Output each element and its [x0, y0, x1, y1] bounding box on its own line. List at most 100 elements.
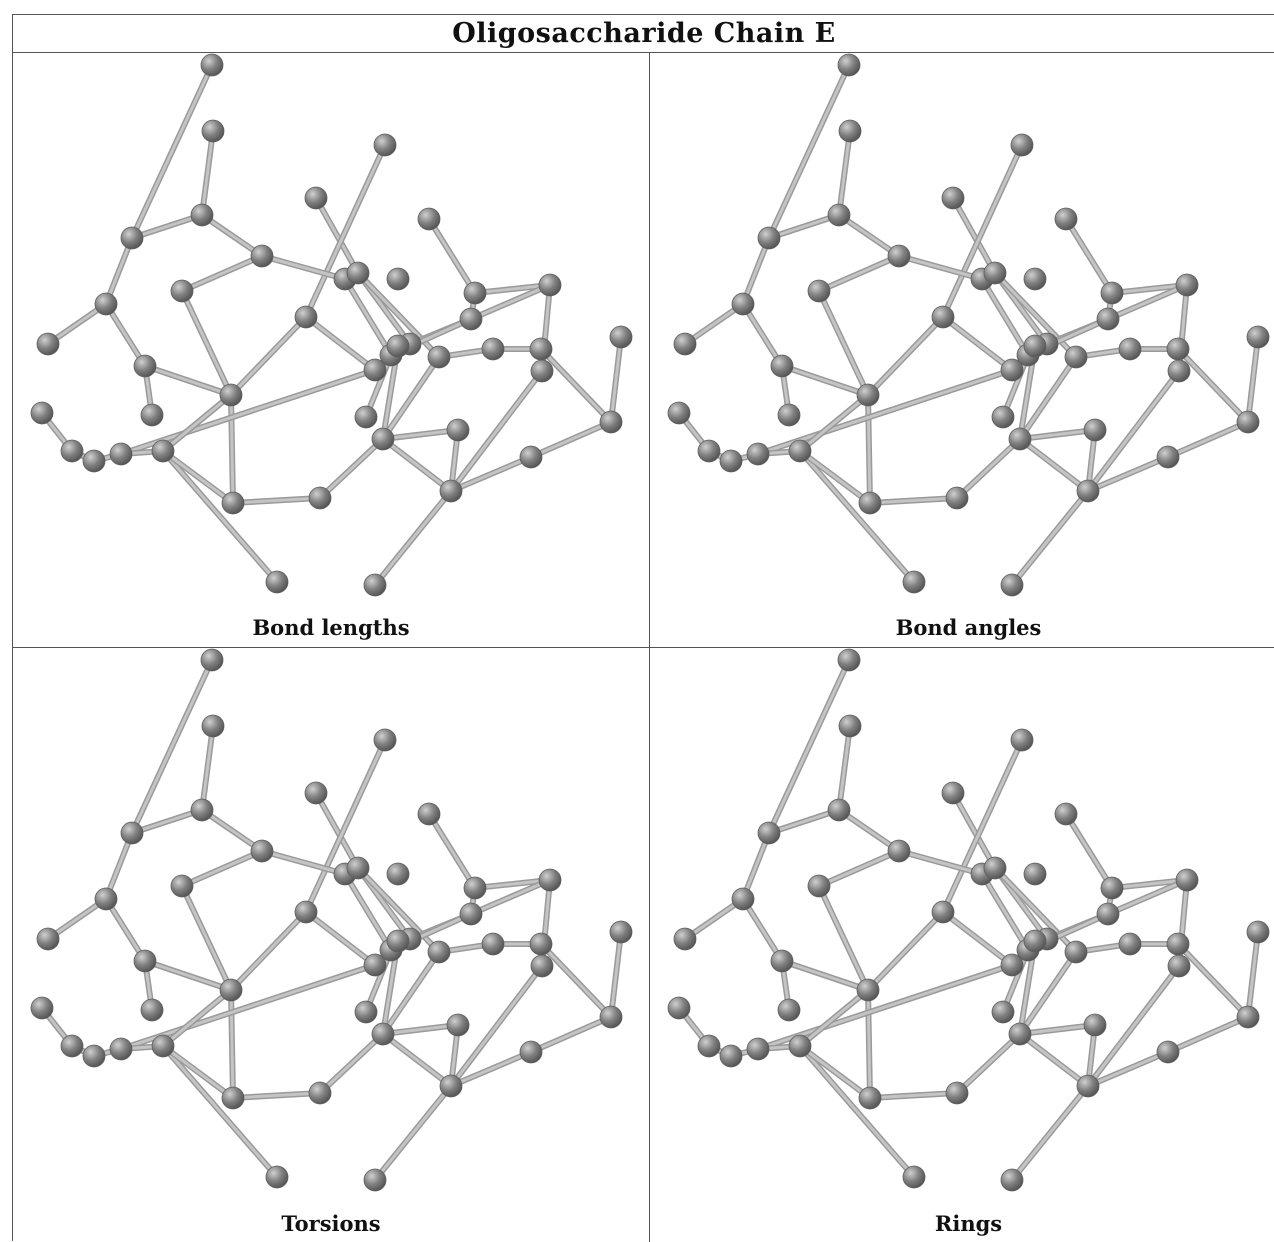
- atom: [386, 862, 410, 886]
- panel-torsions: Torsions: [13, 648, 650, 1242]
- atom: [1246, 325, 1270, 349]
- atom: [140, 403, 164, 427]
- atom: [221, 1086, 245, 1110]
- bond-highlight: [1010, 1084, 1090, 1182]
- atom: [1166, 337, 1190, 361]
- bond-highlight: [473, 878, 552, 890]
- atom: [265, 570, 289, 594]
- atom: [1076, 1074, 1100, 1098]
- atom: [221, 491, 245, 515]
- bond-highlight: [449, 369, 544, 493]
- bond-highlight: [381, 950, 441, 1036]
- bond-highlight: [180, 884, 233, 992]
- atom: [294, 305, 318, 329]
- bonds: [39, 62, 624, 588]
- atom: [530, 954, 554, 978]
- atom: [133, 354, 157, 378]
- bond-highlight: [104, 302, 147, 368]
- atom: [1156, 445, 1180, 469]
- atom: [731, 887, 755, 911]
- bond-highlight: [780, 959, 870, 992]
- atom: [201, 714, 225, 738]
- bond-highlight: [868, 1091, 959, 1100]
- bond-highlight: [427, 217, 477, 295]
- atom: [354, 1000, 378, 1024]
- atom: [346, 261, 370, 285]
- atom: [459, 307, 483, 331]
- atom: [991, 405, 1015, 429]
- atom: [719, 1044, 743, 1068]
- atoms: [30, 53, 633, 597]
- bond-highlight: [304, 738, 387, 914]
- bond-highlight: [529, 1015, 613, 1054]
- bond-highlight: [837, 129, 852, 217]
- atoms: [667, 648, 1270, 1192]
- bond-highlight: [1106, 283, 1189, 321]
- atom: [991, 1000, 1015, 1024]
- bond-highlight: [866, 988, 872, 1100]
- atoms: [667, 53, 1270, 597]
- bond-highlight: [1246, 930, 1260, 1019]
- atom: [837, 648, 861, 672]
- atom: [1096, 307, 1120, 331]
- atom: [265, 1165, 289, 1189]
- atom: [770, 949, 794, 973]
- bond-highlight: [161, 393, 233, 453]
- atom: [746, 442, 770, 466]
- atom: [36, 927, 60, 951]
- atom: [308, 1081, 332, 1105]
- bond-highlight: [741, 897, 784, 963]
- bond-highlight: [180, 254, 264, 293]
- bond-highlight: [200, 808, 264, 853]
- atom: [856, 383, 880, 407]
- bond-highlight: [767, 808, 841, 835]
- bond-highlight: [260, 849, 347, 876]
- bond-highlight: [231, 1091, 322, 1100]
- atom: [609, 920, 633, 944]
- atom: [386, 929, 410, 953]
- atom: [1076, 479, 1100, 503]
- atom: [140, 998, 164, 1022]
- atom: [530, 359, 554, 383]
- bond-highlight: [1018, 437, 1090, 493]
- bond-highlight: [941, 738, 1024, 914]
- bond-highlight: [104, 831, 134, 901]
- bond-highlight: [180, 289, 233, 397]
- atom: [30, 401, 54, 425]
- atom: [1023, 334, 1047, 358]
- panel-caption: Bond angles: [895, 615, 1042, 640]
- bond-highlight: [381, 428, 460, 441]
- atom: [931, 305, 955, 329]
- atom: [82, 449, 106, 473]
- bond-highlight: [229, 988, 235, 1100]
- atom: [1000, 1168, 1024, 1192]
- bond-highlight: [837, 213, 901, 258]
- bond-highlight: [161, 1044, 279, 1179]
- bond-highlight: [767, 213, 841, 240]
- atom: [459, 902, 483, 926]
- atom: [151, 439, 175, 463]
- atom: [941, 781, 965, 805]
- atom: [519, 1040, 543, 1064]
- bond-highlight: [229, 910, 308, 992]
- bond-highlight: [780, 364, 870, 397]
- bond-highlight: [473, 283, 552, 295]
- bond-highlight: [817, 289, 870, 397]
- atom: [373, 728, 397, 752]
- bond-highlight: [161, 449, 235, 505]
- bond-highlight: [1176, 942, 1250, 1019]
- atom: [1100, 281, 1124, 305]
- atom: [788, 439, 812, 463]
- bond-highlight: [868, 496, 959, 505]
- bond-highlight: [373, 489, 453, 587]
- bond-highlight: [1246, 335, 1260, 424]
- atom: [1064, 345, 1088, 369]
- bond-highlight: [1018, 428, 1097, 441]
- atom: [219, 978, 243, 1002]
- atom: [945, 1081, 969, 1105]
- bond-highlight: [837, 808, 901, 853]
- bond-highlight: [200, 724, 215, 812]
- atom: [731, 292, 755, 316]
- bond-highlight: [104, 236, 134, 306]
- atom: [827, 798, 851, 822]
